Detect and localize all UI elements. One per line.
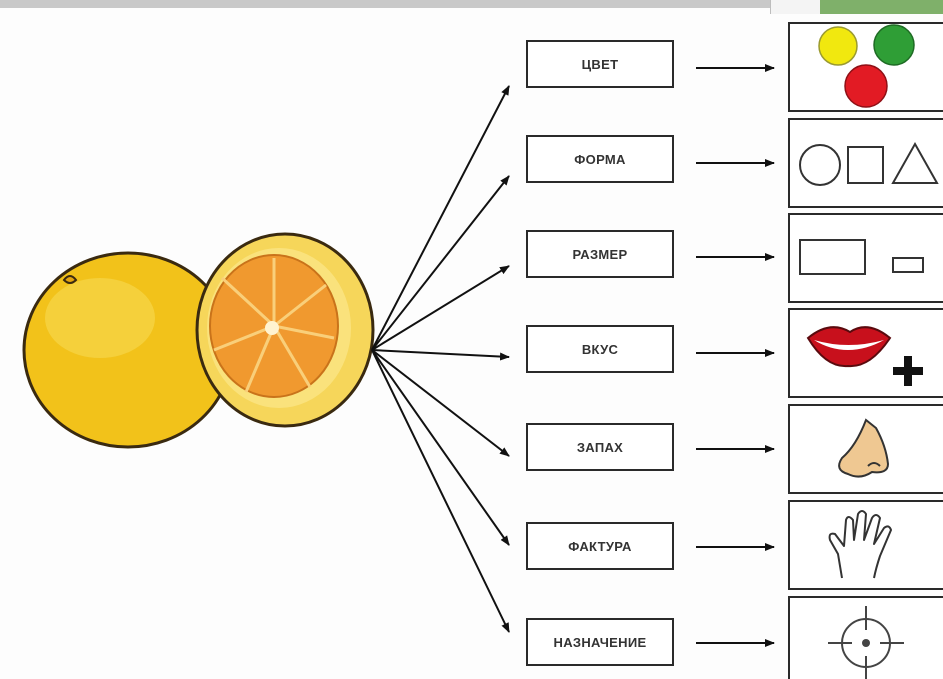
shapes-icon: [788, 118, 943, 208]
lips-plus-icon: [788, 308, 943, 398]
fan-arrow: [371, 349, 510, 457]
fan-arrow: [371, 349, 510, 633]
label-purpose: НАЗНАЧЕНИЕ: [526, 618, 674, 666]
fan-arrow: [371, 175, 510, 351]
fan-arrows: [371, 85, 510, 633]
label-texture: ФАКТУРА: [526, 522, 674, 570]
top-bar-tab: [770, 0, 821, 14]
fan-arrow: [371, 349, 510, 361]
target-icon: [788, 596, 943, 679]
label-to-icon-arrows: [696, 64, 775, 647]
fan-arrow: [371, 349, 510, 546]
color-dots-icon: [788, 22, 943, 112]
label-color: ЦВЕТ: [526, 40, 674, 88]
label-shape: ФОРМА: [526, 135, 674, 183]
fan-arrow: [371, 85, 510, 351]
fan-arrow: [371, 265, 510, 351]
label-smell: ЗАПАХ: [526, 423, 674, 471]
top-bar: [0, 0, 943, 8]
nose-icon: [788, 404, 943, 494]
label-size: РАЗМЕР: [526, 230, 674, 278]
top-bar-accent: [820, 0, 943, 14]
size-rectangles-icon: [788, 213, 943, 303]
cut-grapefruit-half: [195, 232, 375, 428]
label-taste: ВКУС: [526, 325, 674, 373]
whole-grapefruit: [22, 251, 234, 449]
hand-icon: [788, 500, 943, 590]
